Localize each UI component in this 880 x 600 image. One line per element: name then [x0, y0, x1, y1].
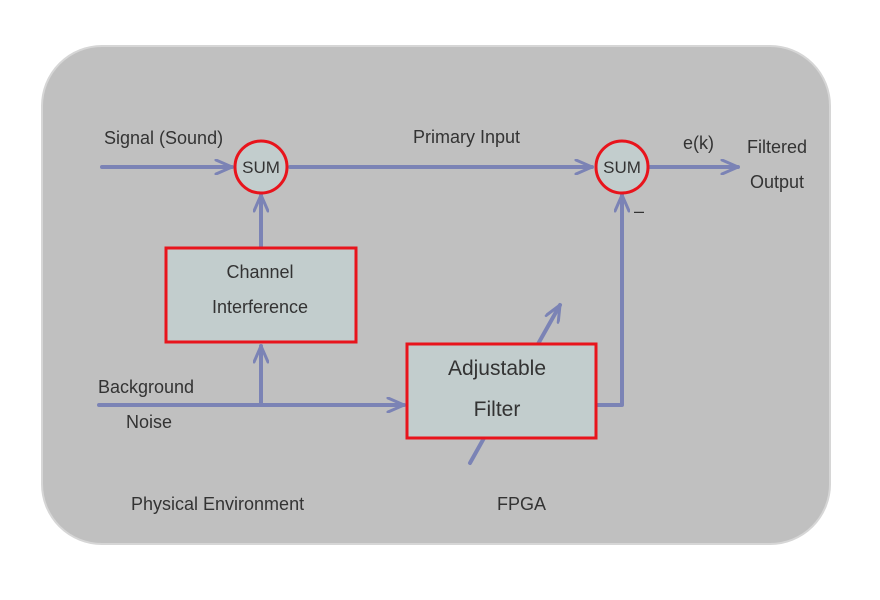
background-noise-label-line1: Background — [98, 377, 194, 397]
adjustable-filter-block: Adjustable Filter — [405, 342, 598, 440]
background-noise-label-line2: Noise — [126, 412, 172, 432]
adjustable-filter-label-line1: Adjustable — [448, 357, 546, 380]
arrow-filter-to-sum-right — [595, 193, 622, 407]
filtered-output-label-line2: Output — [750, 172, 804, 192]
sum-node-left: SUM — [233, 139, 289, 195]
channel-interference-block: Channel Interference — [164, 246, 358, 344]
physical-environment-label: Physical Environment — [131, 494, 304, 514]
minus-sign: – — [634, 201, 644, 221]
signal-input-label: Signal (Sound) — [104, 128, 223, 148]
sum-left-label: SUM — [242, 158, 280, 177]
sum-right-label: SUM — [603, 158, 641, 177]
primary-input-label: Primary Input — [413, 127, 520, 147]
adaptation-line-lower — [468, 436, 486, 465]
error-signal-label: e(k) — [683, 133, 714, 153]
connections — [97, 167, 740, 465]
environment-panel — [41, 45, 831, 545]
channel-interference-label-line1: Channel — [226, 262, 293, 282]
arrow-adaptation-upper — [536, 303, 562, 346]
fpga-label: FPGA — [497, 494, 546, 514]
channel-interference-label-line2: Interference — [212, 297, 308, 317]
filtered-output-label-line1: Filtered — [747, 137, 807, 157]
adjustable-filter-label-line2: Filter — [474, 398, 521, 421]
sum-node-right: SUM — [594, 139, 650, 195]
